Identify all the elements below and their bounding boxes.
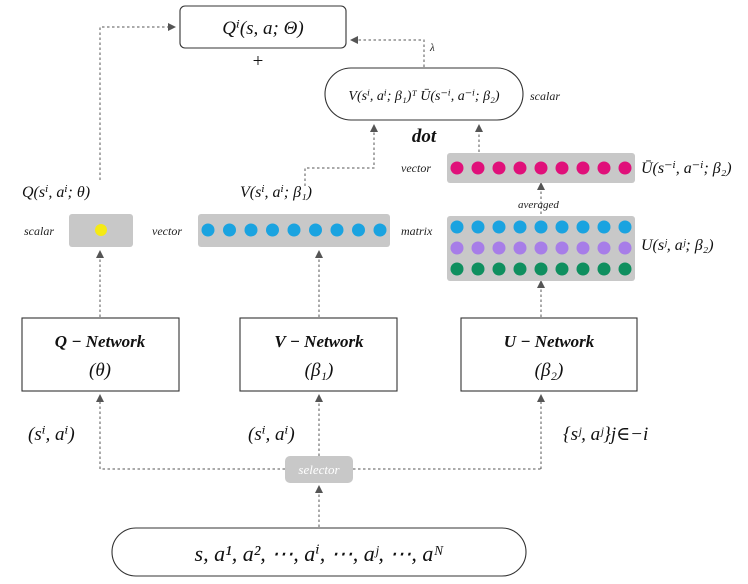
u-matrix-dot-row3 bbox=[471, 262, 485, 276]
v-vector-dot bbox=[287, 223, 301, 237]
u-matrix-dot-row2 bbox=[555, 241, 569, 255]
u-network-title: U − Network bbox=[504, 332, 595, 351]
v-network-box bbox=[239, 317, 398, 392]
v-vector-dot bbox=[244, 223, 258, 237]
u-matrix-dot-row2 bbox=[450, 241, 464, 255]
selector-label: selector bbox=[298, 462, 340, 477]
averaged-label: averaged bbox=[518, 199, 559, 211]
u-matrix-dot-row2 bbox=[576, 241, 590, 255]
v-output-label: V(sⁱ, aⁱ; β₁) bbox=[240, 184, 312, 201]
q-network-box bbox=[21, 317, 180, 392]
arrow-q-to-final bbox=[99, 23, 176, 180]
v-vector-dot bbox=[309, 223, 322, 237]
arrow-v-to-dot bbox=[304, 124, 378, 186]
u-avg-dot bbox=[450, 161, 464, 175]
u-avg-dot bbox=[471, 161, 485, 175]
u-matrix-dot-row3 bbox=[576, 262, 590, 276]
u-matrix-type: matrix bbox=[401, 224, 433, 238]
u-avg-dot bbox=[534, 161, 548, 175]
u-matrix-dot-row2 bbox=[471, 241, 485, 255]
q-input-label: (sⁱ, aⁱ) bbox=[28, 424, 75, 445]
u-avg-dot bbox=[597, 161, 611, 175]
u-matrix-dot-row1 bbox=[597, 220, 611, 234]
v-vector-dot bbox=[266, 223, 279, 237]
u-matrix-dot-row3 bbox=[534, 262, 548, 276]
u-matrix-dot-row3 bbox=[555, 262, 569, 276]
u-matrix-dot-row2 bbox=[492, 241, 506, 255]
v-vector-dots bbox=[201, 223, 387, 237]
u-matrix-dot-row3 bbox=[513, 262, 527, 276]
v-network-title: V − Network bbox=[274, 332, 364, 351]
u-matrix-dot-row1 bbox=[513, 220, 527, 234]
u-matrix-dot-row1 bbox=[534, 220, 548, 234]
q-scalar-type: scalar bbox=[24, 224, 54, 238]
dot-product-box bbox=[324, 67, 524, 121]
v-vector-dot bbox=[223, 223, 236, 237]
u-avg-dot bbox=[618, 161, 632, 175]
u-matrix-dot-row3 bbox=[450, 262, 464, 276]
u-matrix-dot-row1 bbox=[555, 220, 569, 234]
u-matrix-dot-row1 bbox=[471, 220, 485, 234]
u-matrix-dot-row1 bbox=[618, 220, 632, 234]
q-network-title: Q − Network bbox=[55, 332, 146, 351]
u-avg-dot bbox=[576, 161, 590, 175]
u-matrix-dot-row2 bbox=[513, 241, 527, 255]
u-avg-dots bbox=[450, 161, 632, 175]
selector-box bbox=[285, 456, 353, 483]
u-matrix-dot-row3 bbox=[597, 262, 611, 276]
u-avg-dot bbox=[492, 161, 506, 175]
v-input-label: (sⁱ, aⁱ) bbox=[248, 424, 295, 445]
v-network-param: (β₁) bbox=[305, 360, 334, 381]
q-output-label: Q(sⁱ, aⁱ; θ) bbox=[22, 184, 90, 201]
final-q-box bbox=[179, 5, 347, 49]
u-avg-type: vector bbox=[401, 161, 431, 175]
u-network-box bbox=[460, 317, 638, 392]
u-input-label: {sʲ, aʲ}j∈−i bbox=[563, 424, 648, 445]
u-matrix-dot-row2 bbox=[534, 241, 548, 255]
input-label: s, a¹, a², ⋯, aⁱ, ⋯, aʲ, ⋯, aᴺ bbox=[195, 541, 445, 566]
plus-sign: + bbox=[253, 51, 264, 72]
u-matrix-label: U(sʲ, aʲ; β₂) bbox=[641, 237, 714, 254]
lambda-label: λ bbox=[429, 42, 435, 54]
u-matrix-dot-row1 bbox=[492, 220, 506, 234]
u-avg-dot bbox=[513, 161, 527, 175]
u-matrix-dot-row1 bbox=[450, 220, 464, 234]
v-vector-dot bbox=[373, 223, 387, 237]
u-matrix-dot-row2 bbox=[618, 241, 632, 255]
dot-op-label: dot bbox=[412, 126, 437, 147]
v-vector-type: vector bbox=[152, 224, 182, 238]
dot-product-label: V(sⁱ, aⁱ; β₁)ᵀ Ū(s⁻ⁱ, a⁻ⁱ; β₂) bbox=[348, 88, 500, 104]
q-scalar-dot bbox=[95, 224, 107, 236]
input-box bbox=[111, 527, 527, 577]
u-matrix-dot-row3 bbox=[492, 262, 506, 276]
u-avg-dot bbox=[555, 161, 569, 175]
u-network-param: (β₂) bbox=[535, 360, 564, 381]
u-avg-label: Ū(s⁻ⁱ, a⁻ⁱ; β₂) bbox=[641, 159, 732, 177]
u-matrix-dot-row1 bbox=[576, 220, 590, 234]
v-vector-dot bbox=[201, 223, 215, 237]
arrow-dot-to-final bbox=[350, 36, 425, 67]
dot-product-type: scalar bbox=[530, 89, 560, 103]
v-vector-dot bbox=[352, 223, 365, 237]
final-q-label: Qⁱ(s, a; Θ) bbox=[222, 18, 303, 39]
q-network-param: (θ) bbox=[89, 360, 111, 381]
u-matrix-dots bbox=[450, 220, 632, 276]
u-matrix-dot-row3 bbox=[618, 262, 632, 276]
v-vector-dot bbox=[330, 223, 344, 237]
u-matrix-dot-row2 bbox=[597, 241, 611, 255]
